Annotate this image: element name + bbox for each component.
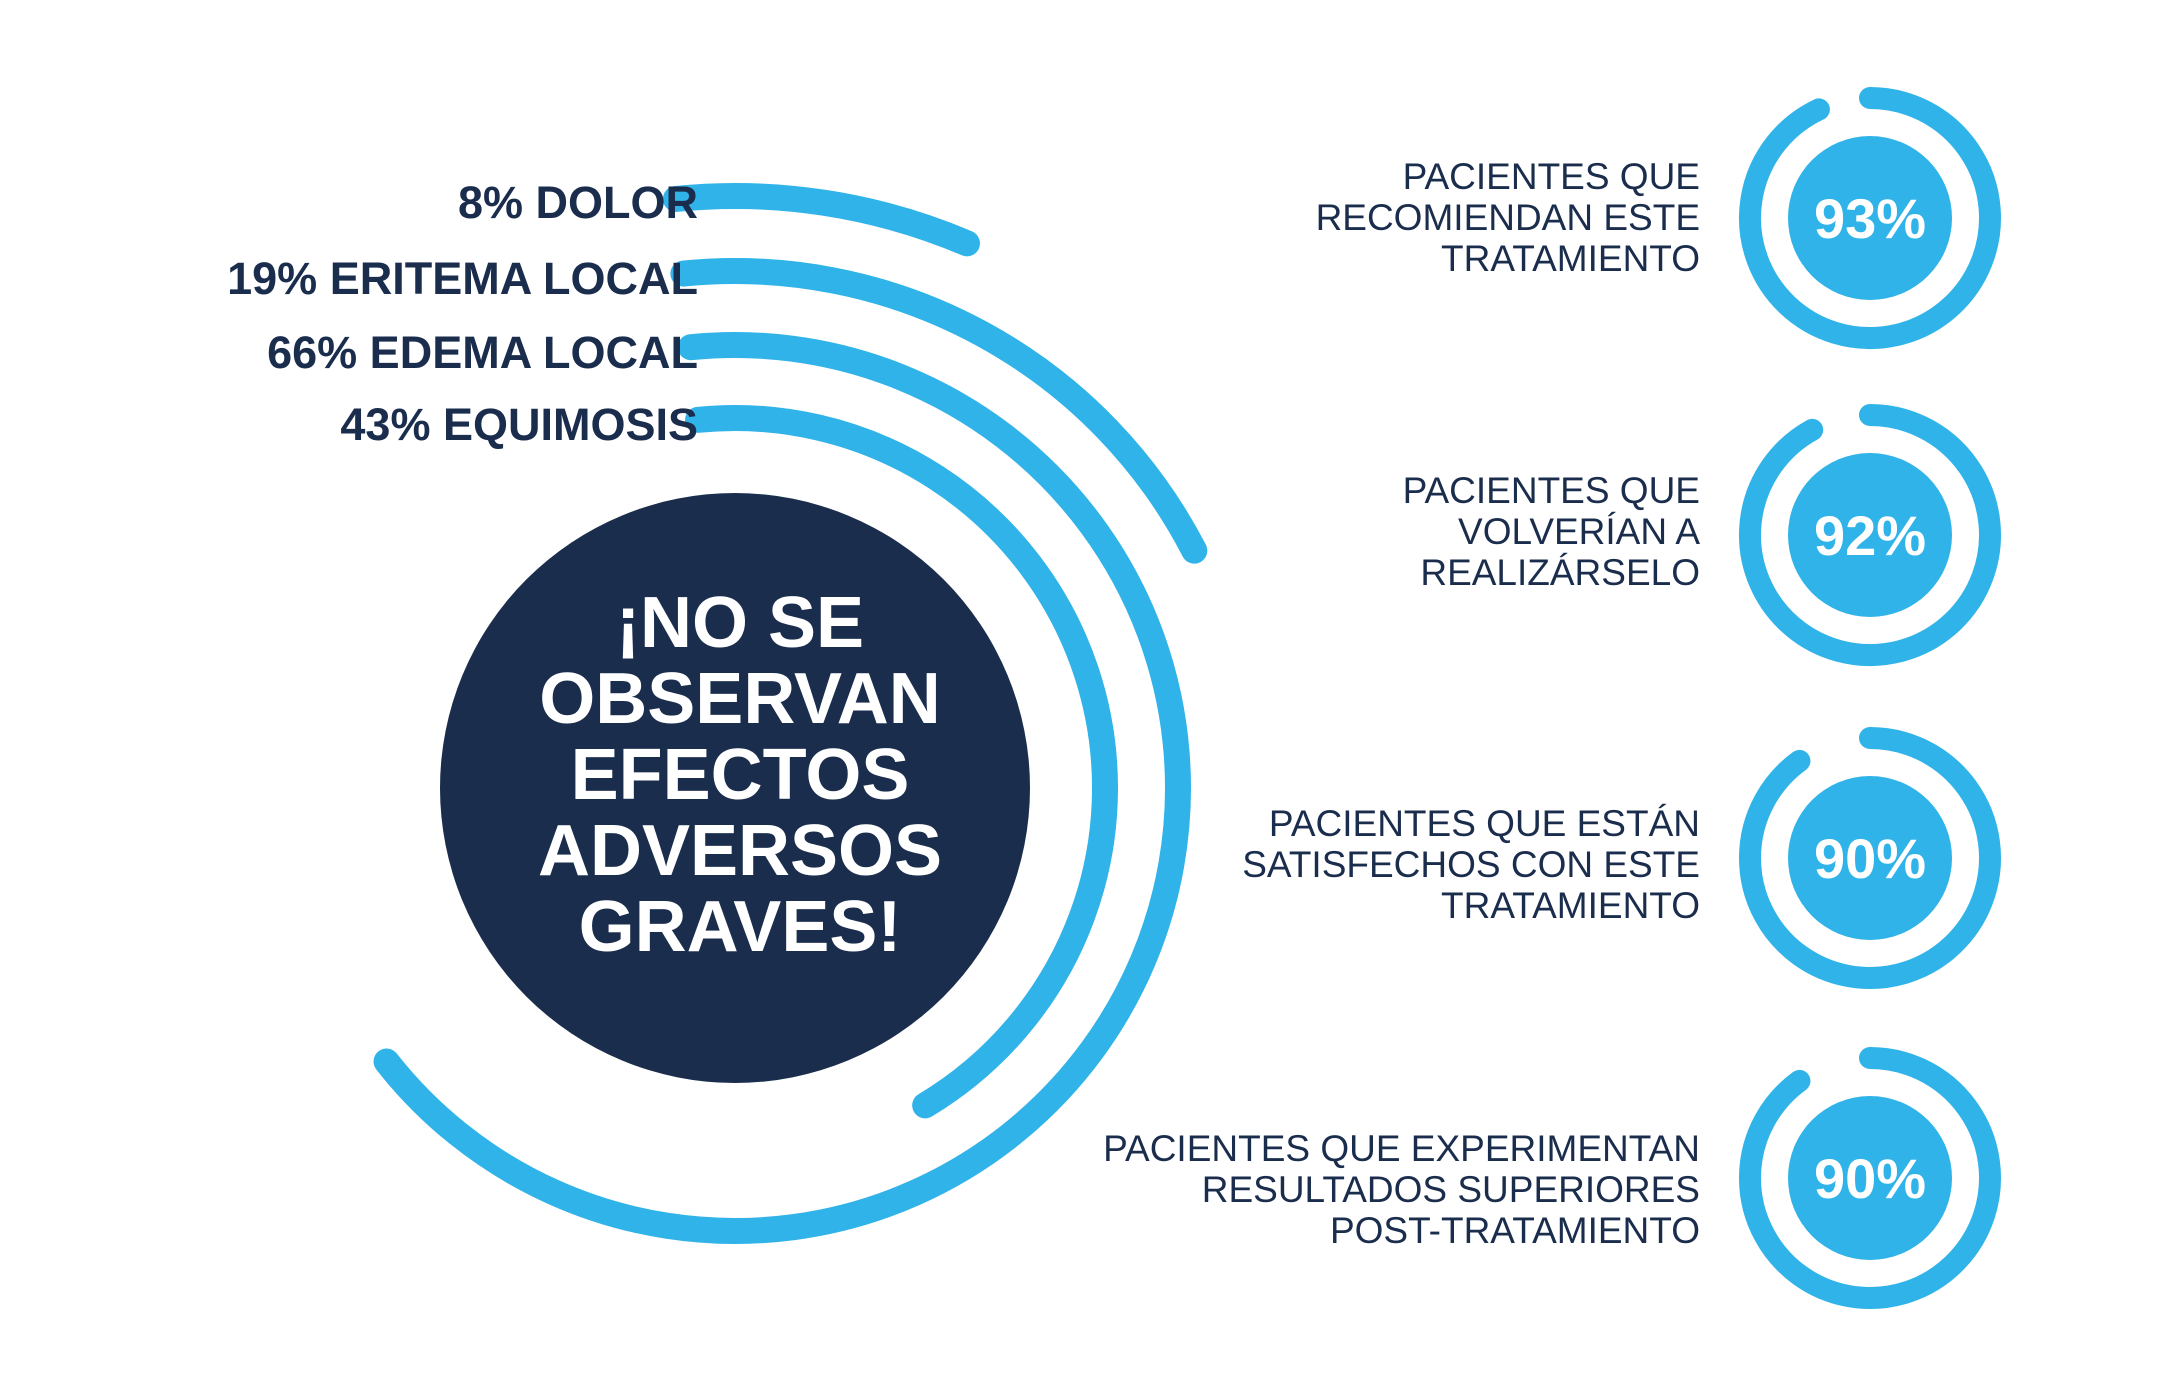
- effect-label-edema: 66% EDEMA LOCAL: [267, 327, 698, 378]
- stat-value-resultados: 90%: [1814, 1147, 1926, 1210]
- stat-disc-resultados: [1788, 1096, 1952, 1260]
- stat-label-line: PACIENTES QUE EXPERIMENTAN: [1103, 1128, 1700, 1169]
- stat-label-line: TRATAMIENTO: [1441, 238, 1700, 279]
- center-message-line: OBSERVAN: [539, 659, 941, 739]
- effect-label-equimosis: 43% EQUIMOSIS: [340, 399, 698, 450]
- stat-label-line: RECOMIENDAN ESTE: [1315, 197, 1700, 238]
- stat-label-line: REALIZÁRSELO: [1420, 552, 1700, 593]
- effect-arc-equimosis: [685, 405, 1119, 1119]
- stat-label-line: PACIENTES QUE: [1402, 470, 1700, 511]
- stat-label-line: VOLVERÍAN A: [1458, 511, 1700, 552]
- center-message: ¡NO SE OBSERVAN EFECTOS ADVERSOS GRAVES!: [440, 585, 1040, 965]
- stat-label-resultados: PACIENTES QUE EXPERIMENTAN RESULTADOS SU…: [1100, 1128, 1700, 1251]
- stat-value-recomiendan: 93%: [1814, 187, 1926, 250]
- stat-ring-volverian: [1739, 404, 2001, 666]
- stat-ring-resultados: [1739, 1047, 2001, 1309]
- effect-label-dolor: 8% DOLOR: [457, 177, 698, 228]
- stat-ring-recomiendan: [1739, 87, 2001, 349]
- effect-arc-eritema: [670, 258, 1208, 564]
- center-message-line: EFECTOS: [570, 735, 910, 815]
- stat-disc-recomiendan: [1788, 136, 1952, 300]
- center-message-line: ADVERSOS: [537, 811, 943, 891]
- effect-label-eritema: 19% ERITEMA LOCAL: [227, 253, 698, 304]
- stat-label-line: PACIENTES QUE ESTÁN: [1268, 803, 1700, 844]
- stat-label-line: RESULTADOS SUPERIORES: [1201, 1169, 1700, 1210]
- stat-ring-satisfechos: [1739, 727, 2001, 989]
- stat-disc-satisfechos: [1788, 776, 1952, 940]
- stat-label-line: POST-TRATAMIENTO: [1329, 1210, 1700, 1251]
- stat-disc-volverian: [1788, 453, 1952, 617]
- center-circle: [440, 493, 1030, 1083]
- stat-value-satisfechos: 90%: [1814, 827, 1926, 890]
- center-message-line: ¡NO SE: [615, 583, 865, 663]
- stat-value-volverian: 92%: [1814, 504, 1926, 567]
- stat-label-recomiendan: PACIENTES QUE RECOMIENDAN ESTE TRATAMIEN…: [1100, 156, 1700, 279]
- center-message-line: GRAVES!: [578, 887, 902, 967]
- stat-label-satisfechos: PACIENTES QUE ESTÁN SATISFECHOS CON ESTE…: [1100, 803, 1700, 926]
- effect-arc-edema: [373, 332, 1191, 1244]
- stat-label-line: SATISFECHOS CON ESTE: [1242, 844, 1700, 885]
- stat-label-line: PACIENTES QUE: [1402, 156, 1700, 197]
- stat-label-volverian: PACIENTES QUE VOLVERÍAN A REALIZÁRSELO: [1100, 470, 1700, 593]
- stat-label-line: TRATAMIENTO: [1441, 885, 1700, 926]
- effect-arc-dolor: [662, 183, 980, 257]
